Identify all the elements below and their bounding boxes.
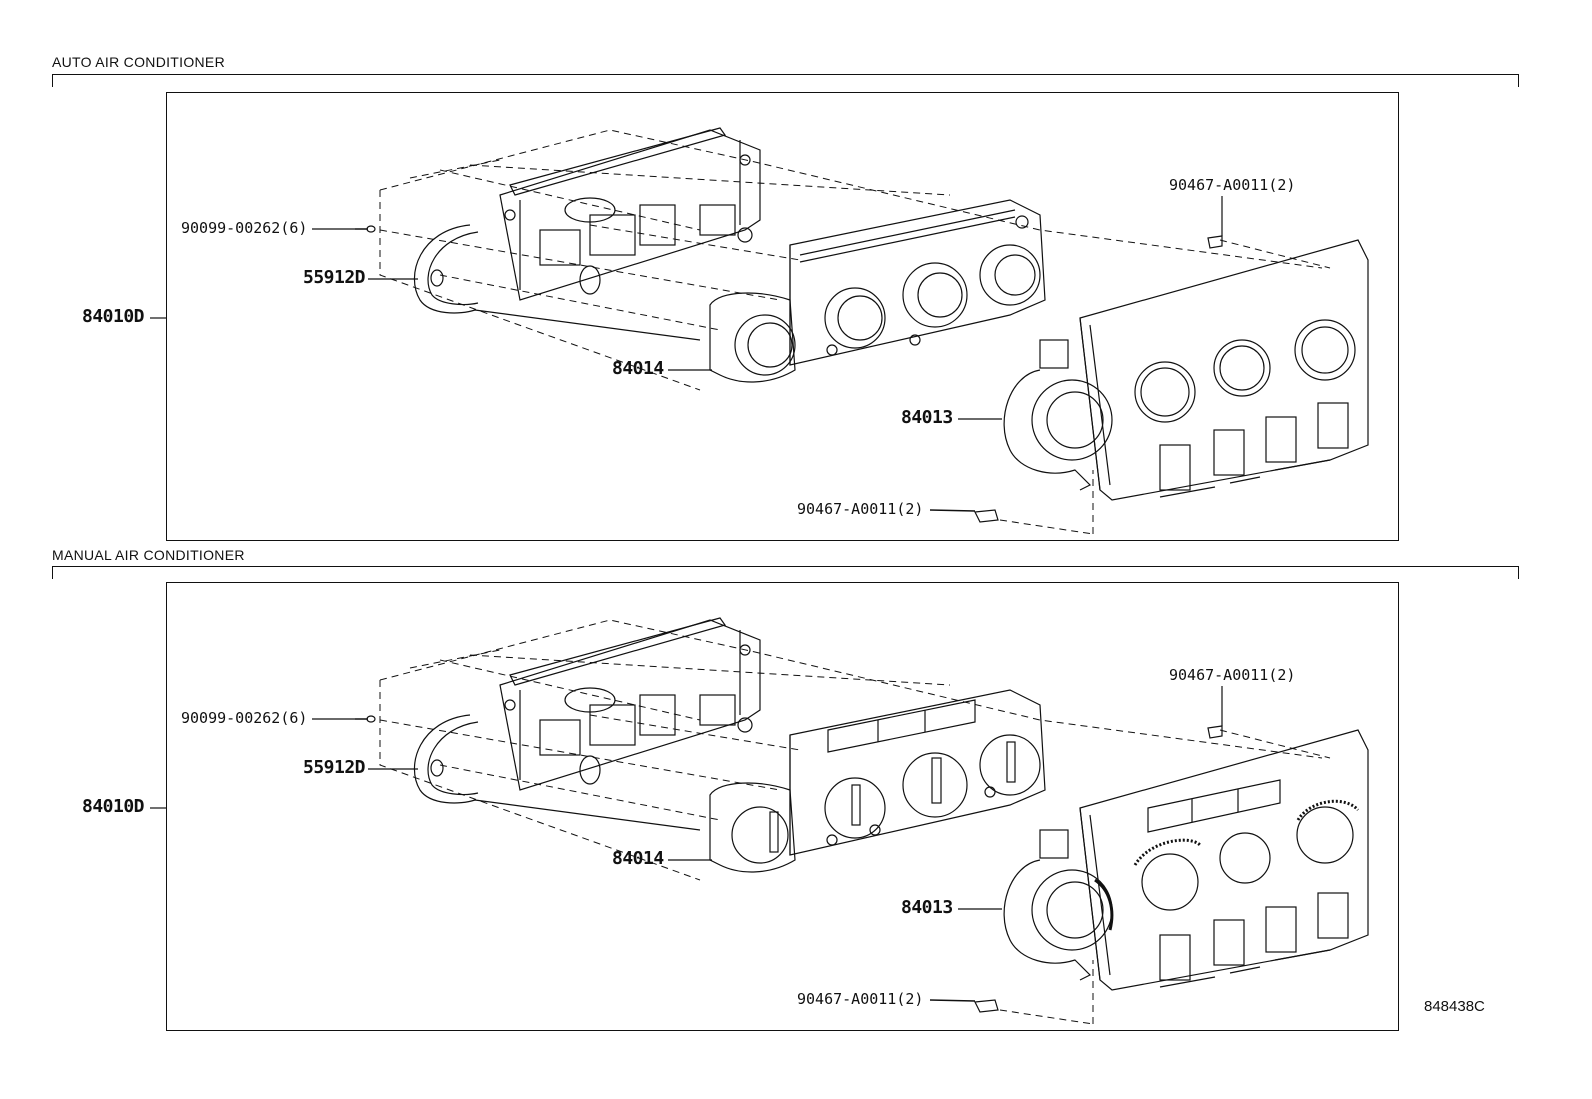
section-title-auto: AUTO AIR CONDITIONER xyxy=(52,54,225,70)
label-bezel-auto: 55912D xyxy=(303,267,366,288)
label-screw-manual: 90099-00262(6) xyxy=(181,709,308,727)
label-assembly-auto: 84010D xyxy=(82,306,145,327)
diagram-panel-manual xyxy=(166,582,1399,1031)
label-clip-top-auto: 90467-A0011(2) xyxy=(1169,176,1296,194)
label-assembly-manual: 84010D xyxy=(82,796,145,817)
section-bracket-auto xyxy=(52,74,1519,87)
label-panel-auto: 84013 xyxy=(901,407,953,428)
diagram-panel-auto xyxy=(166,92,1399,541)
label-screw-auto: 90099-00262(6) xyxy=(181,219,308,237)
label-clip-bottom-manual: 90467-A0011(2) xyxy=(797,990,924,1008)
label-bezel-manual: 55912D xyxy=(303,757,366,778)
label-panel-manual: 84013 xyxy=(901,897,953,918)
section-bracket-manual xyxy=(52,566,1519,579)
section-title-manual: MANUAL AIR CONDITIONER xyxy=(52,547,245,563)
label-clip-top-manual: 90467-A0011(2) xyxy=(1169,666,1296,684)
label-switch-manual: 84014 xyxy=(612,848,664,869)
illustration-code: 848438C xyxy=(1424,998,1485,1015)
label-switch-auto: 84014 xyxy=(612,358,664,379)
label-clip-bottom-auto: 90467-A0011(2) xyxy=(797,500,924,518)
